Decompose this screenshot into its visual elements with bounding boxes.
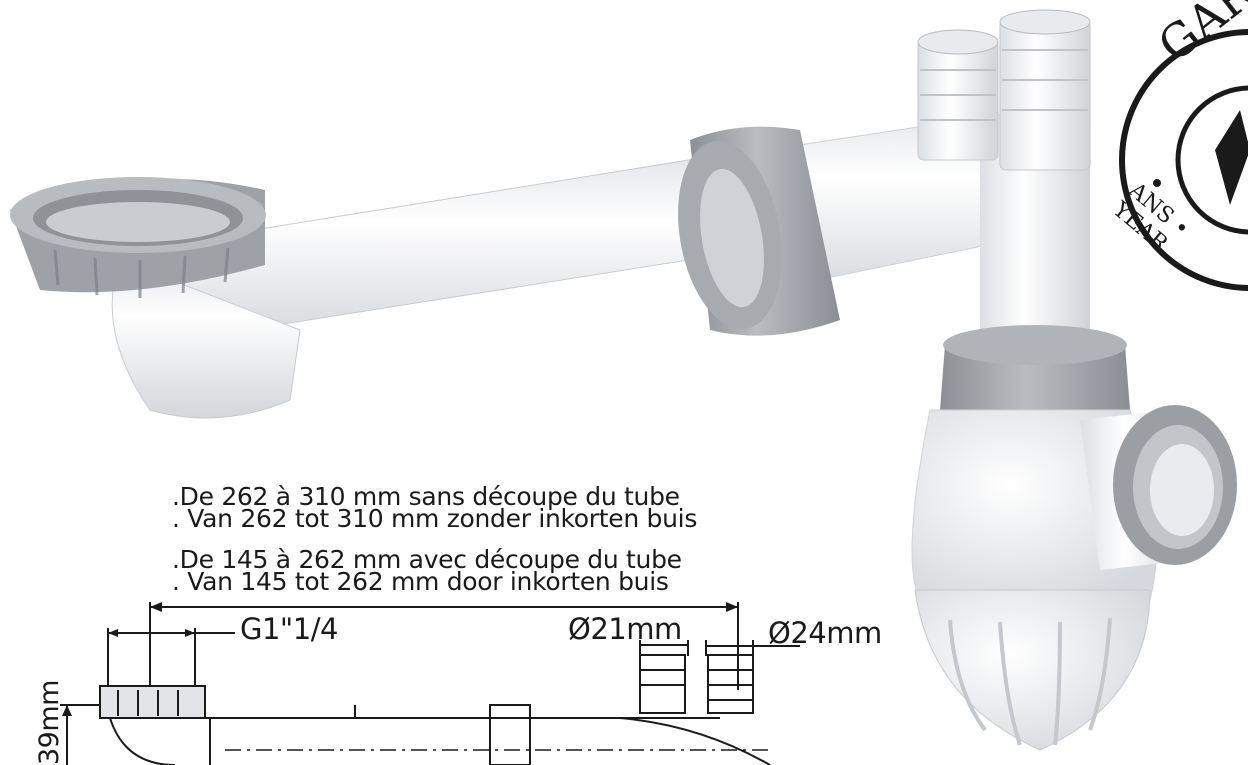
technical-drawing (60, 602, 800, 765)
trap-ring (940, 325, 1130, 410)
thread-label: G1"1/4 (240, 612, 338, 646)
left-inlet-nut (10, 177, 266, 298)
spec-line1-nl: . Van 262 tot 310 mm zonder inkorten bui… (172, 504, 698, 533)
spec-line2-fr: .De 145 à 262 mm avec découpe du tube (172, 545, 682, 574)
spec-line2-nl: . Van 145 tot 262 mm door inkorten buis (172, 567, 669, 596)
vertical-riser (917, 9, 1091, 350)
inlet-small-label: Ø21mm (568, 612, 682, 646)
side-outlet (1080, 405, 1237, 570)
height-label: 39mm (34, 680, 65, 765)
guarantee-badge (1119, 29, 1248, 291)
middle-coupling-ring (678, 126, 840, 336)
inlet-large-label: Ø24mm (768, 616, 882, 650)
spec-line1-fr: .De 262 à 310 mm sans découpe du tube (172, 482, 680, 511)
